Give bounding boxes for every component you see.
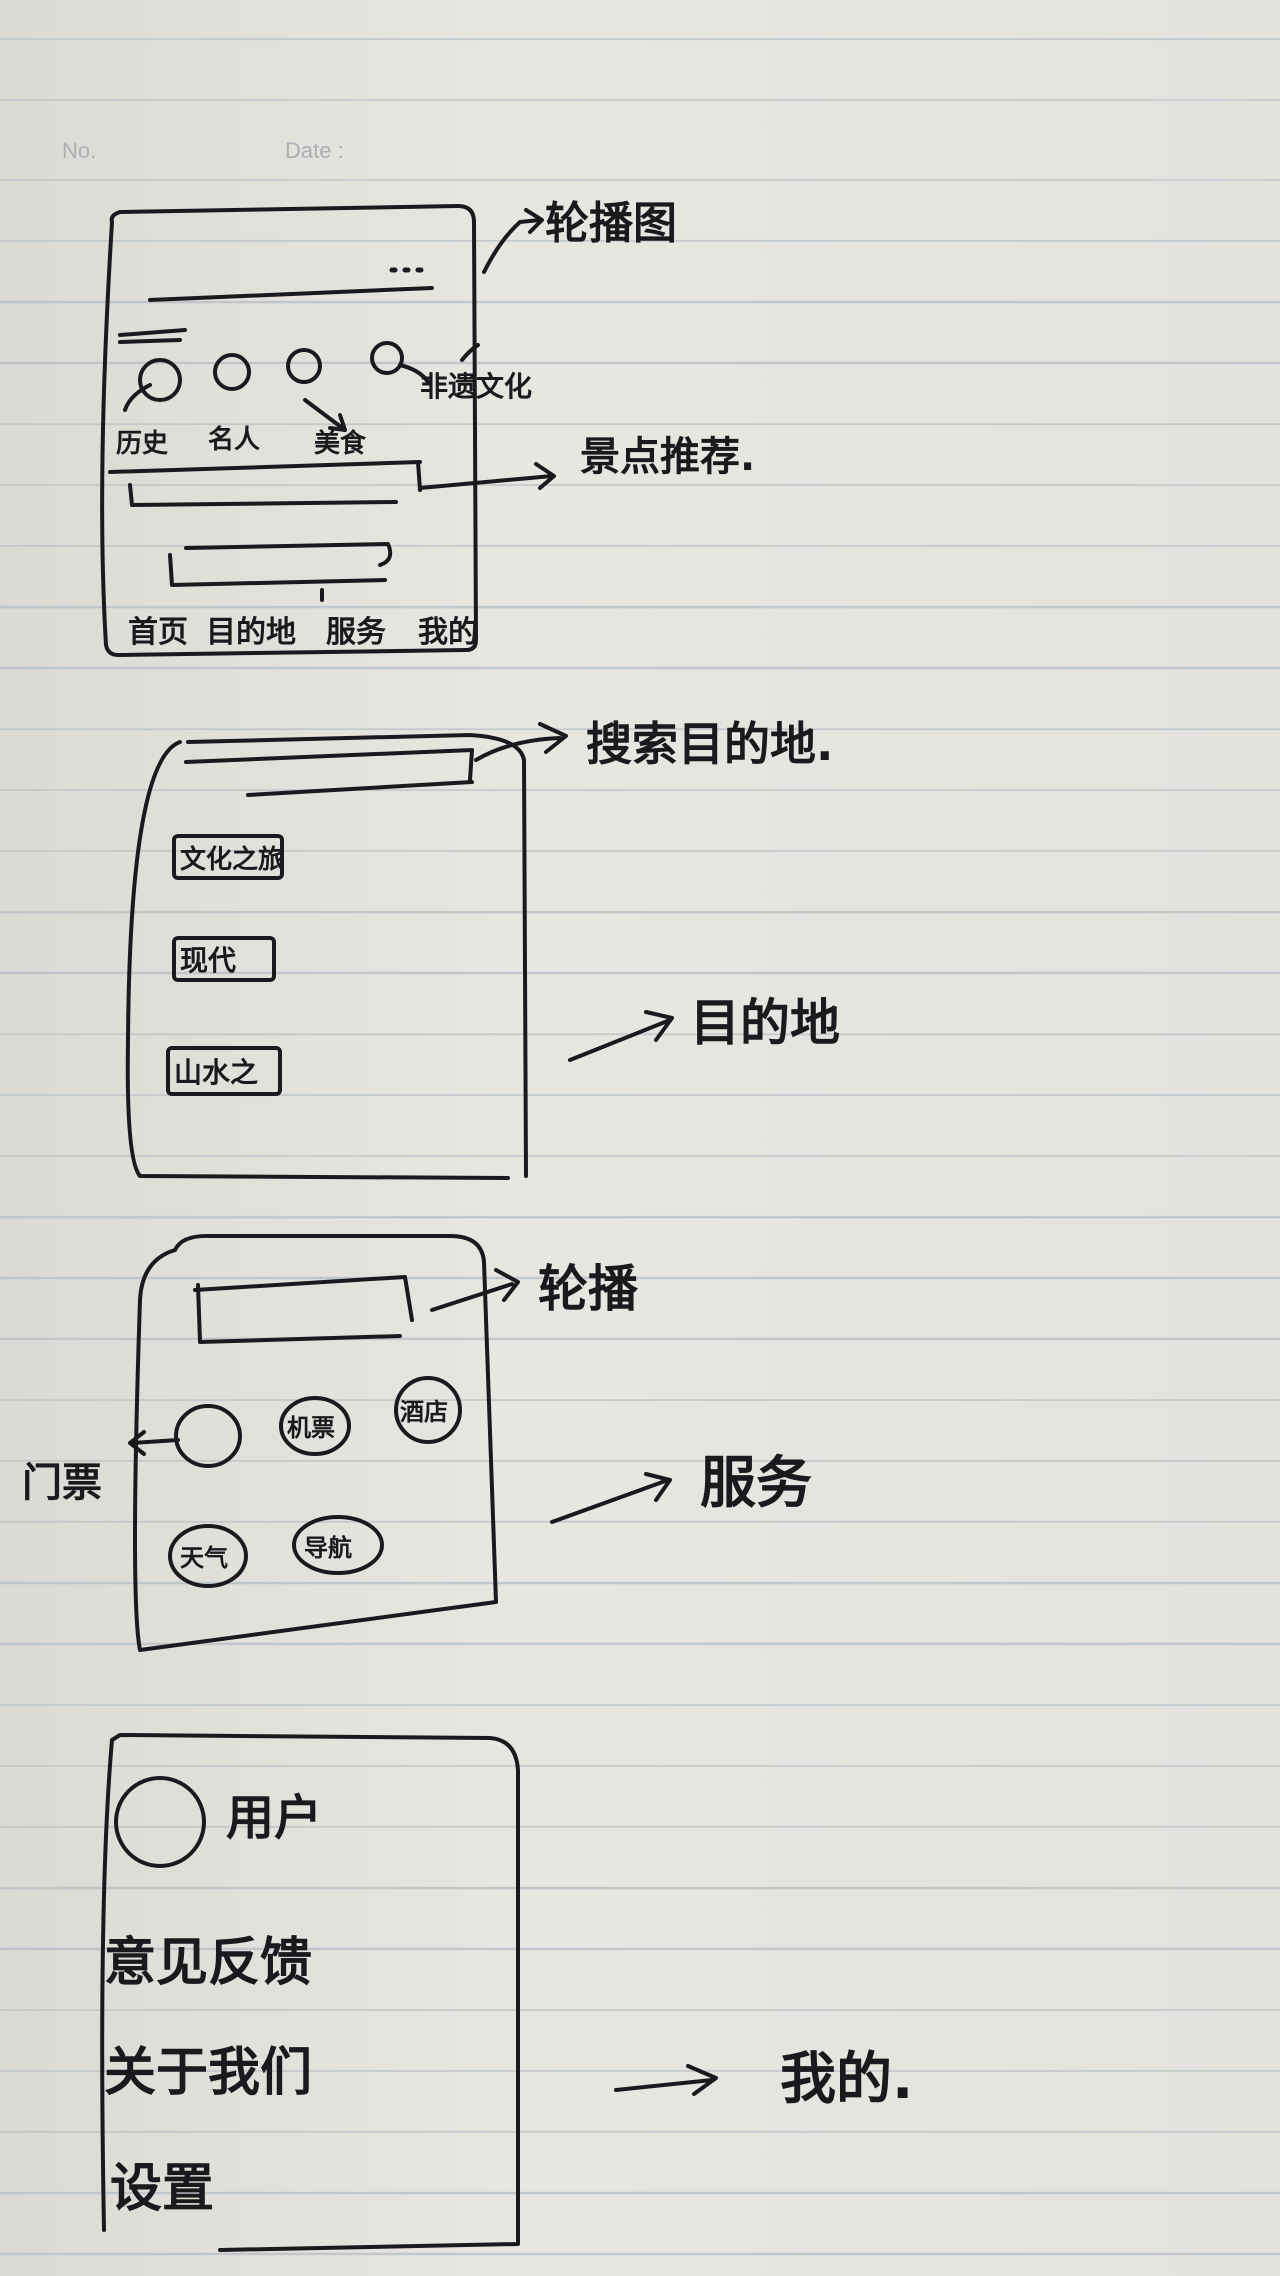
sketch-destination bbox=[125, 722, 674, 1180]
search-bar bbox=[184, 748, 474, 797]
service-carousel bbox=[193, 1275, 414, 1344]
ticket-pointer bbox=[128, 1430, 180, 1456]
arrow-services bbox=[550, 1472, 672, 1524]
service-nav: 导航 bbox=[304, 1534, 352, 1562]
flight-icon bbox=[279, 1396, 351, 1456]
tab-destination: 目的地 bbox=[206, 615, 296, 650]
hotel-icon bbox=[394, 1376, 462, 1444]
service-flight: 机票 bbox=[287, 1414, 335, 1442]
tag-culture: 文化之旅 bbox=[180, 844, 284, 875]
annotation-recommend: 景点推荐. bbox=[580, 434, 755, 480]
arrow-service-carousel bbox=[430, 1268, 520, 1312]
arrow-recommend bbox=[418, 462, 556, 490]
service-hotel: 酒店 bbox=[400, 1398, 448, 1426]
services-frame bbox=[133, 1233, 498, 1652]
tab-service: 服务 bbox=[326, 615, 386, 650]
home-divider bbox=[118, 328, 187, 344]
icon-label-history: 历史 bbox=[116, 429, 169, 459]
heritage-icon bbox=[370, 341, 404, 375]
history-pointer bbox=[123, 383, 152, 412]
menu-settings: 设置 bbox=[110, 2159, 214, 2219]
history-icon bbox=[138, 358, 182, 402]
annotation-destination: 目的地 bbox=[690, 994, 840, 1052]
annotation-carousel: 轮播图 bbox=[545, 198, 677, 249]
annotation-services: 服务 bbox=[700, 1451, 812, 1516]
arrow-mine bbox=[614, 2064, 718, 2096]
heritage-pointer bbox=[398, 363, 430, 384]
nav-icon bbox=[292, 1515, 384, 1575]
weather-icon bbox=[168, 1524, 248, 1588]
menu-about: 关于我们 bbox=[104, 2043, 312, 2103]
mine-frame bbox=[100, 1733, 520, 2252]
tab-mine: 我的 bbox=[418, 615, 478, 650]
annotation-mine: 我的. bbox=[780, 2047, 913, 2112]
culture-tag bbox=[172, 834, 284, 880]
tag-modern: 现代 bbox=[180, 944, 236, 977]
destination-frame bbox=[125, 733, 528, 1180]
user-label: 用户 bbox=[226, 1790, 322, 1846]
arrow-search bbox=[474, 722, 568, 762]
sketch-mine bbox=[100, 1733, 718, 2252]
sketch-services bbox=[128, 1233, 672, 1652]
service-weather: 天气 bbox=[180, 1544, 228, 1572]
arrow-destination bbox=[568, 1010, 674, 1062]
annotation-service-carousel: 轮播 bbox=[538, 1260, 639, 1318]
icon-label-food: 美食 bbox=[314, 428, 367, 459]
no-label: No. bbox=[62, 138, 97, 163]
food-arrow bbox=[303, 398, 347, 432]
arrow-carousel bbox=[482, 208, 544, 274]
home-frame bbox=[100, 204, 478, 657]
side-label-ticket: 门票 bbox=[22, 1460, 102, 1506]
modern-tag bbox=[172, 936, 276, 982]
tag-landscape: 山水之 bbox=[174, 1056, 258, 1089]
carousel-underline bbox=[148, 286, 434, 302]
tab-home: 首页 bbox=[128, 615, 188, 650]
icon-label-celebrity: 名人 bbox=[208, 424, 260, 455]
menu-feedback: 意见反馈 bbox=[104, 1933, 312, 1993]
sketch-home bbox=[100, 204, 556, 657]
arrow-heritage bbox=[460, 343, 480, 362]
ticket-icon bbox=[174, 1404, 242, 1468]
recommend-card-1 bbox=[108, 460, 422, 507]
food-icon bbox=[286, 348, 322, 384]
celebrity-icon bbox=[213, 353, 251, 391]
avatar-icon bbox=[114, 1776, 206, 1868]
icon-label-heritage: 非遗文化 bbox=[420, 370, 532, 403]
annotation-search: 搜索目的地. bbox=[586, 717, 833, 771]
landscape-tag bbox=[166, 1046, 282, 1096]
date-label: Date : bbox=[285, 138, 344, 163]
recommend-card-2 bbox=[168, 542, 393, 587]
